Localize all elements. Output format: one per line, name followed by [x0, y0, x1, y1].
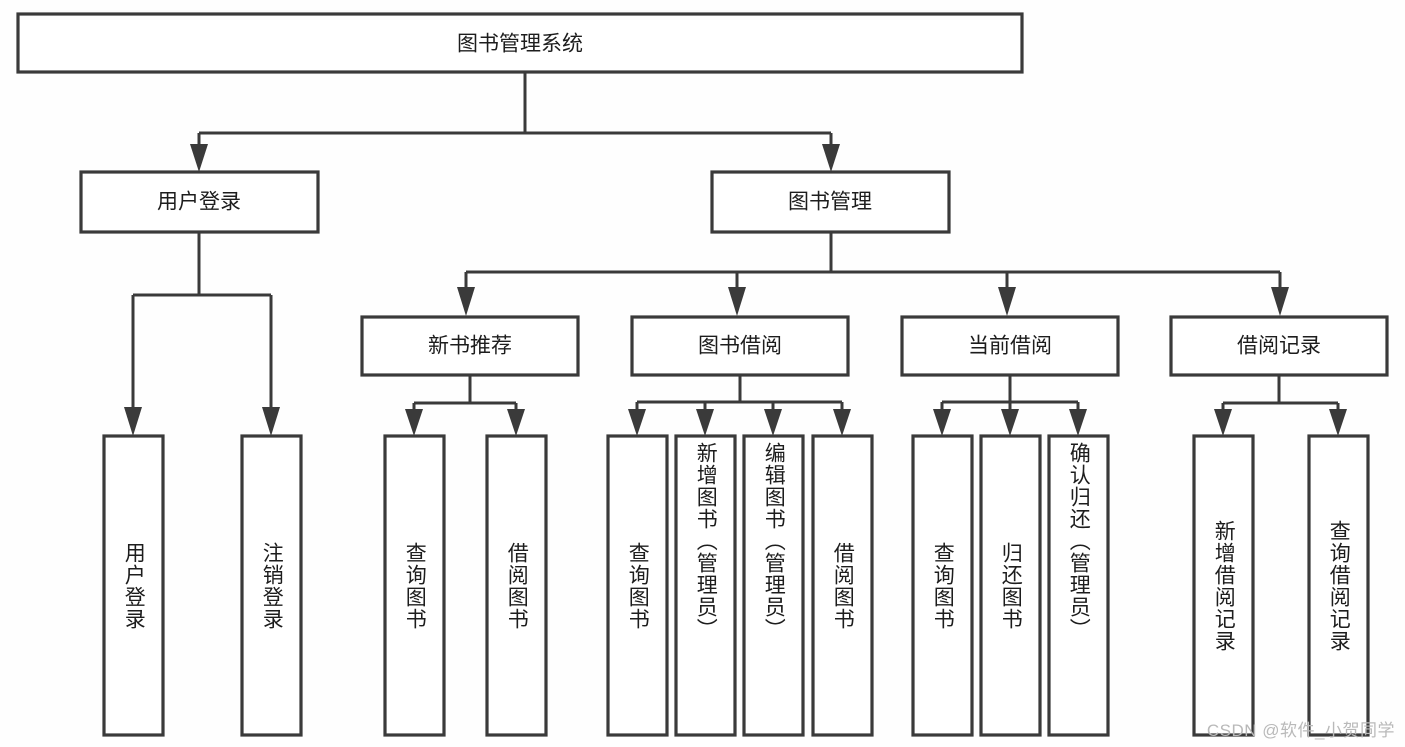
arrow-head-leaf-cb-1 [933, 409, 951, 436]
arrow-head-leaf-bb-2 [696, 409, 714, 436]
node-book-borrow[interactable]: 图书借阅 [630, 315, 850, 377]
leaf-box-book-borrow-1[interactable] [606, 434, 669, 737]
leaf-group-book-borrow [606, 434, 874, 737]
leaf-group-new-book [383, 434, 548, 737]
connector-group-book-borrow [628, 375, 851, 436]
node-book-manage[interactable]: 图书管理 [710, 170, 951, 234]
leaf-box-new-book-1[interactable] [383, 434, 446, 737]
leaf-group-user-login [102, 434, 303, 737]
leaf-group-borrow-record [1192, 434, 1370, 737]
arrow-head-leaf-ul-2 [262, 407, 280, 436]
leaf-box-book-borrow-4[interactable] [811, 434, 874, 737]
connector-group-current-borrow [933, 375, 1087, 436]
leaf-box-borrow-record-1[interactable] [1192, 434, 1255, 737]
node-new-book-recommend-box[interactable] [360, 315, 580, 377]
arrow-head-leaf-bb-4 [833, 409, 851, 436]
node-borrow-record[interactable]: 借阅记录 [1169, 315, 1389, 377]
node-borrow-record-label: 借阅记录 [1237, 335, 1321, 358]
arrow-head-leaf-nb-2 [507, 409, 525, 436]
node-borrow-record-box[interactable] [1169, 315, 1389, 377]
connector-group-borrow-record [1214, 375, 1347, 436]
node-user-login[interactable]: 用户登录 [79, 170, 320, 234]
connector-group-root [190, 72, 840, 172]
node-new-book-recommend-label: 新书推荐 [428, 335, 512, 358]
arrow-head-leaf-bb-1 [628, 409, 646, 436]
node-current-borrow[interactable]: 当前借阅 [900, 315, 1120, 377]
arrow-head-leaf-bb-3 [764, 409, 782, 436]
arrow-head-leaf-cb-2 [1001, 409, 1019, 436]
node-book-borrow-label: 图书借阅 [698, 335, 782, 358]
node-root-label: 图书管理系统 [457, 33, 583, 56]
connector-group-user-login [124, 232, 280, 436]
leaf-box-borrow-record-2[interactable] [1307, 434, 1370, 737]
arrow-head-leaf-br-2 [1329, 409, 1347, 436]
arrow-head-user-login [190, 144, 208, 172]
arrow-head-new-book [457, 287, 475, 316]
leaf-box-book-borrow-2[interactable] [674, 434, 737, 737]
node-book-borrow-box[interactable] [630, 315, 850, 377]
arrow-head-leaf-nb-1 [405, 409, 423, 436]
arrow-head-leaf-br-1 [1214, 409, 1232, 436]
arrow-head-leaf-ul-1 [124, 407, 142, 436]
arrow-head-current-borrow [998, 287, 1016, 316]
leaf-box-user-login-2[interactable] [240, 434, 303, 737]
node-book-manage-box[interactable] [710, 170, 951, 234]
leaf-group-current-borrow [911, 434, 1110, 737]
connector-group-book-manage [457, 232, 1289, 316]
node-new-book-recommend[interactable]: 新书推荐 [360, 315, 580, 377]
node-user-login-box[interactable] [79, 170, 320, 234]
csdn-watermark: CSDN @软件_小贺同学 [1206, 721, 1395, 740]
node-current-borrow-label: 当前借阅 [968, 335, 1052, 358]
leaf-box-current-borrow-3[interactable] [1047, 434, 1110, 737]
node-book-manage-label: 图书管理 [788, 191, 872, 214]
node-root-box[interactable] [16, 12, 1024, 74]
arrow-head-borrow-record [1271, 287, 1289, 316]
leaf-box-user-login-1[interactable] [102, 434, 165, 737]
node-current-borrow-box[interactable] [900, 315, 1120, 377]
node-root[interactable]: 图书管理系统 [16, 12, 1024, 74]
arrow-head-book-manage [822, 144, 840, 172]
leaf-box-book-borrow-3[interactable] [742, 434, 805, 737]
connector-group-new-book [405, 375, 525, 436]
node-user-login-label: 用户登录 [157, 191, 241, 214]
leaf-box-current-borrow-2[interactable] [979, 434, 1042, 737]
leaf-box-new-book-2[interactable] [485, 434, 548, 737]
arrow-head-book-borrow [728, 287, 746, 316]
arrow-head-leaf-cb-3 [1069, 409, 1087, 436]
leaf-box-current-borrow-1[interactable] [911, 434, 974, 737]
